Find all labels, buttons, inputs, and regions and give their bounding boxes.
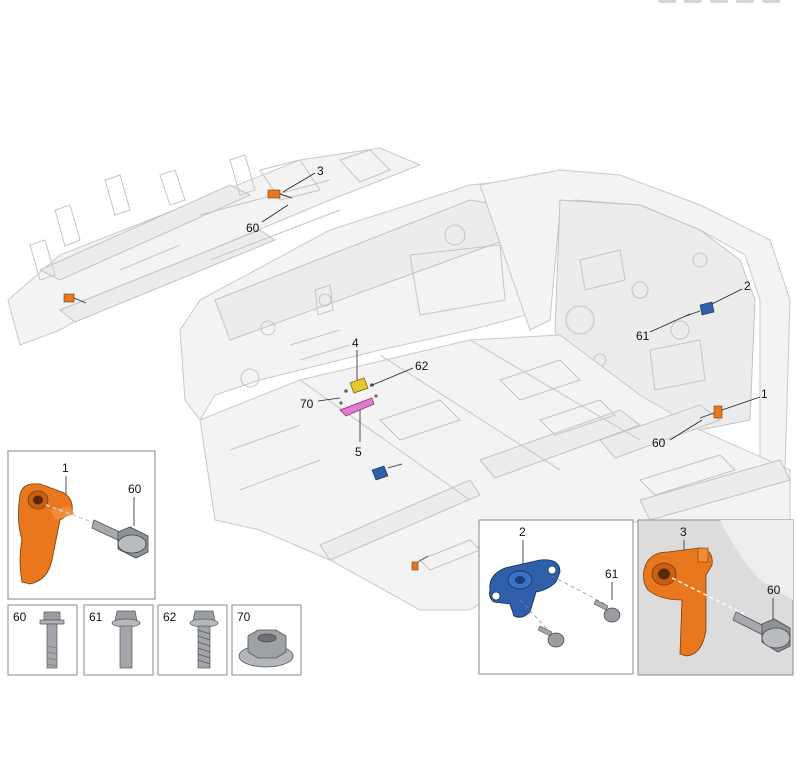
toolbar-tab-1[interactable] (658, 0, 676, 3)
long-flange-bolt-icon (39, 611, 65, 669)
toolbar-tab-4[interactable] (736, 0, 754, 3)
fastener-label-62: 62 (163, 610, 177, 624)
floor-bracket-icon (411, 555, 429, 571)
hex-flange-nut-icon (238, 629, 294, 668)
inset-part-3[interactable]: 3 60 (637, 519, 794, 676)
blue-sensor-icon (489, 559, 561, 618)
inset-part-1-label: 1 (62, 461, 69, 475)
inset-part-2-label: 2 (519, 525, 526, 539)
callout-60-right: 60 (652, 436, 666, 450)
threaded-stud-bolt-icon (189, 610, 219, 669)
callout-1: 1 (761, 387, 768, 401)
toolbar-tab-2[interactable] (684, 0, 702, 3)
part-5-bracket-icon[interactable] (339, 394, 378, 417)
callout-61: 61 (636, 329, 650, 343)
inset-part-2-bolt-label: 61 (605, 567, 619, 581)
inset-part-3-bolt-label: 60 (767, 583, 781, 597)
toolbar-tab-5[interactable] (762, 0, 780, 3)
inset-part-1-bolt-label: 60 (128, 482, 142, 496)
inset-part-2[interactable]: 2 61 (478, 519, 634, 675)
callout-2: 2 (744, 279, 751, 293)
callout-3: 3 (317, 164, 324, 178)
inset-part-3-label: 3 (680, 525, 687, 539)
callout-5: 5 (355, 445, 362, 459)
part-1-bracket-icon[interactable] (699, 405, 723, 419)
toolbar-tab-3[interactable] (710, 0, 728, 3)
part-3-front-bracket-icon (63, 293, 87, 304)
small-bolt-icon-2 (537, 625, 565, 648)
floor-sensor-icon (371, 463, 403, 481)
fastener-tile-61[interactable]: 61 (83, 604, 154, 676)
fastener-tile-60[interactable]: 60 (7, 604, 78, 676)
fastener-tile-70[interactable]: 70 (231, 604, 302, 676)
inset-part-1[interactable]: 1 60 (7, 450, 156, 600)
part-3-bracket-icon[interactable] (267, 189, 293, 199)
part-4-module-icon[interactable] (344, 377, 374, 394)
fastener-label-61: 61 (89, 610, 103, 624)
fastener-label-70: 70 (237, 610, 251, 624)
callout-4: 4 (352, 336, 359, 350)
vehicle-body-shell (7, 147, 791, 611)
orange-bracket-icon (643, 547, 713, 657)
fastener-label-60: 60 (13, 610, 27, 624)
callout-60-top: 60 (246, 221, 260, 235)
flange-bolt-icon (91, 519, 149, 559)
flange-bolt-icon (111, 610, 141, 669)
callout-62: 62 (415, 359, 429, 373)
flange-bolt-icon (732, 611, 791, 653)
fastener-tile-62[interactable]: 62 (157, 604, 228, 676)
callout-70: 70 (300, 397, 314, 411)
small-bolt-icon (593, 599, 621, 623)
